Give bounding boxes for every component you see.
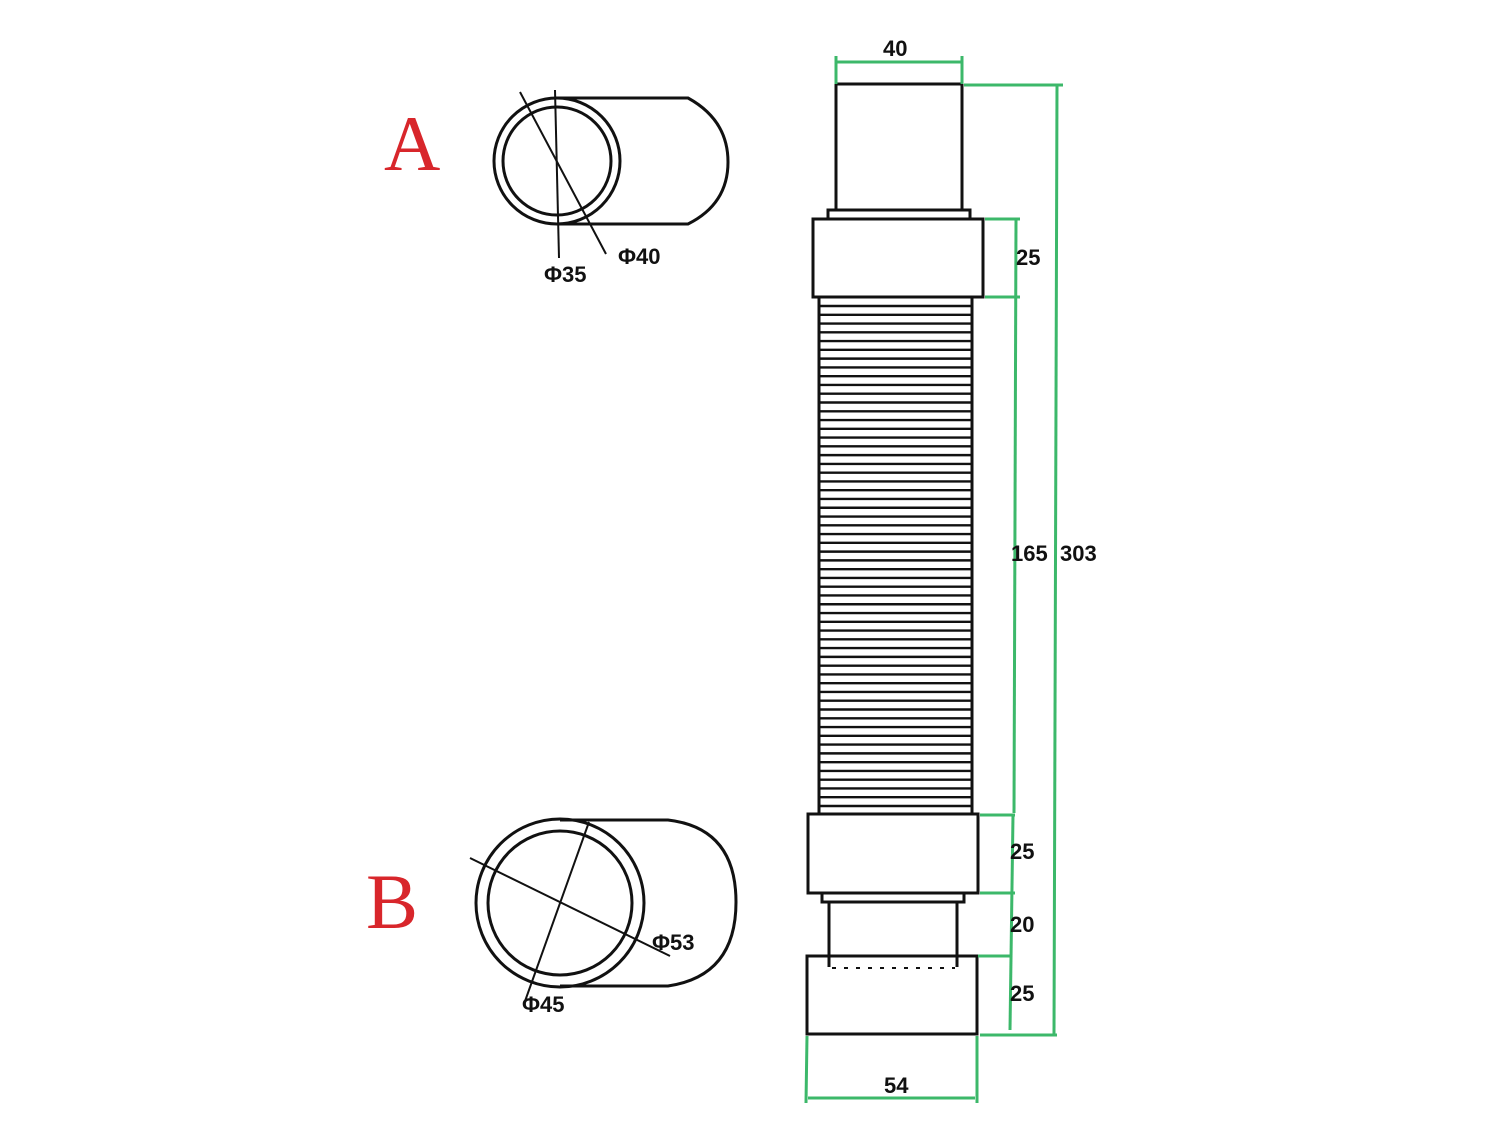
dim-upper-collar-label: 25: [1016, 245, 1040, 270]
dimensions: 40 303 25 165 25 20 25 54: [804, 36, 1097, 1104]
dim-top-width-label: 40: [883, 36, 907, 61]
dim-lower-line: [1008, 814, 1015, 1031]
view-a-inner-diameter-label: Φ35: [544, 262, 587, 287]
view-a: A Φ35 Φ40: [384, 89, 730, 287]
view-b-letter: B: [366, 858, 418, 945]
upper-collar: [811, 217, 985, 299]
dim-corrugated-label: 165: [1011, 541, 1048, 566]
lower-ring: [820, 891, 966, 904]
view-b: B Φ53 Φ45: [366, 817, 738, 1017]
view-a-inner-diameter-leader: [554, 89, 560, 259]
dim-upper-line: [1012, 219, 1018, 814]
corrugation-ribs: [820, 304, 971, 808]
view-b-outer-diameter-leader: [469, 857, 671, 957]
view-b-inner-circle: [486, 829, 634, 977]
view-b-inner-diameter-label: Φ45: [522, 992, 565, 1017]
view-a-outer-circle: [492, 96, 622, 226]
dim-overall-label: 303: [1060, 541, 1097, 566]
view-a-pipe-body: [556, 96, 730, 226]
lower-collar: [806, 812, 980, 895]
top-spigot: [834, 82, 964, 212]
dim-bottom-socket-label: 25: [1010, 981, 1034, 1006]
dim-bottom-width-ext-left: [804, 1035, 809, 1104]
bottom-socket: [805, 954, 979, 1036]
dim-bottom-width-label: 54: [884, 1073, 909, 1098]
dim-spigot-label: 20: [1010, 912, 1034, 937]
view-a-outer-diameter-label: Φ40: [618, 244, 661, 269]
dim-overall-line: [1052, 85, 1059, 1035]
view-b-outer-circle: [474, 817, 646, 989]
dim-lower-collar-label: 25: [1010, 839, 1034, 864]
view-b-pipe-body: [560, 818, 738, 988]
view-a-outer-diameter-leader: [519, 91, 607, 255]
view-b-inner-diameter-leader: [523, 821, 590, 1005]
pipe-side-view: [805, 82, 985, 1036]
view-a-letter: A: [384, 100, 440, 187]
view-b-outer-diameter-label: Φ53: [652, 930, 695, 955]
